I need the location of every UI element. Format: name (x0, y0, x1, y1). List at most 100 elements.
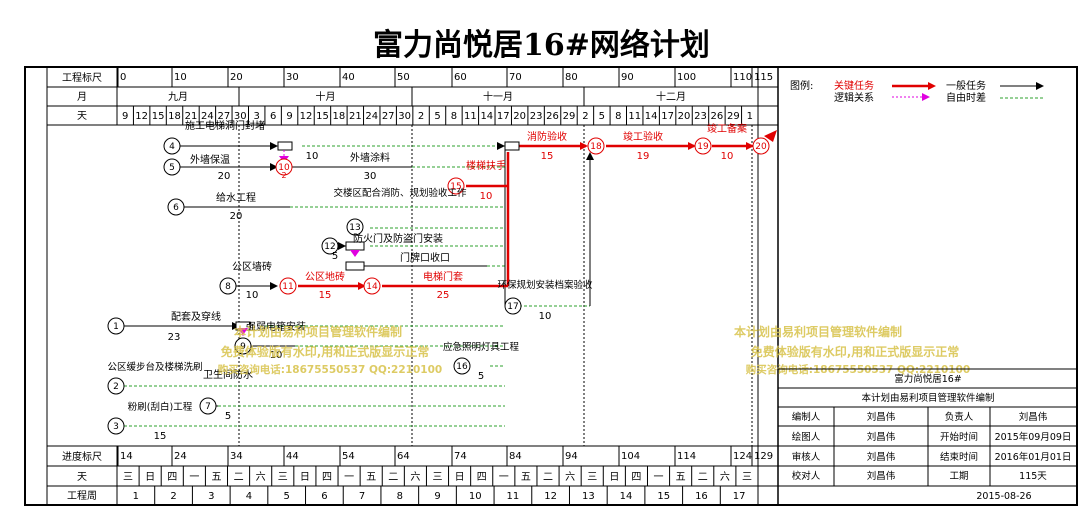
node-label: 10 (278, 163, 290, 173)
scale-label: 20 (230, 72, 243, 83)
day-label: 29 (563, 111, 576, 122)
month-label: 十月 (316, 90, 336, 103)
weekday-label: 四 (477, 472, 487, 483)
node-circle (107, 417, 125, 435)
weekday-label: 二 (698, 472, 708, 483)
info-cell: 115天 (1019, 471, 1047, 482)
row-label-scale: 工程标尺 (62, 72, 102, 84)
week-label: 1 (133, 491, 139, 502)
node-circle (453, 357, 471, 375)
task-label-6: 防火门及防盗门安装 (353, 232, 443, 245)
scale-label: 110 (733, 72, 752, 83)
node-circle (163, 158, 181, 176)
task-label-20: 卫生间防水 (203, 368, 253, 381)
weekday-label: 二 (234, 472, 244, 483)
node-label: 6 (173, 203, 179, 213)
info-cell: 工期 (949, 471, 968, 482)
node-circle (234, 337, 252, 355)
node-circle (167, 198, 185, 216)
month-label: 九月 (168, 91, 188, 103)
day-label: 6 (270, 111, 276, 122)
node-label: 19 (697, 142, 709, 152)
node-circle (199, 397, 217, 415)
task-label-7: 门牌口收口 (400, 251, 450, 264)
node-label: 15 (450, 182, 461, 192)
weekday-label: 一 (344, 472, 354, 483)
task-label-5: 交楼区配合消防、规划验收工作 (333, 187, 467, 199)
info-cell: 2015年09月09日 (995, 431, 1072, 443)
day-label: 23 (694, 111, 707, 122)
task-dur-14: 10 (721, 151, 734, 162)
critical-path (298, 144, 752, 288)
task-dur-21: 15 (154, 431, 167, 442)
weekday-label: 日 (609, 472, 619, 483)
node-label: 12 (324, 242, 335, 252)
day-label: 30 (398, 111, 411, 122)
progress-label: 24 (174, 451, 187, 462)
day-label: 20 (678, 111, 691, 122)
task-label-16: 配套及穿线 (171, 310, 221, 323)
weekday-label: 二 (543, 472, 553, 483)
weekday-label: 六 (565, 471, 575, 483)
day-label: 30 (234, 111, 247, 122)
node-label: 14 (366, 282, 378, 292)
progress-label: 124 (733, 451, 752, 462)
day-label: 9 (122, 111, 128, 122)
task-label-1: 施工电梯洞门封堵 (185, 119, 265, 132)
node-label: 7 (205, 402, 211, 412)
day-label: 1 (747, 111, 753, 122)
info-table: 富力尚悦居16# 本计划由易利项目管理软件编制 编制人刘昌伟负责人刘昌伟绘图人刘… (778, 368, 1077, 502)
node-circle (279, 277, 297, 295)
scale-label: 70 (509, 72, 522, 83)
progress-label: 44 (286, 451, 299, 462)
weekday-label: 六 (410, 471, 420, 483)
info-cell: 刘昌伟 (867, 411, 896, 423)
week-label: 3 (208, 491, 214, 502)
week-label: 4 (246, 491, 252, 502)
node-circle (363, 277, 381, 295)
weekday-label: 三 (123, 472, 133, 483)
node-circle (752, 137, 770, 155)
task-dur-3: 30 (364, 171, 377, 182)
node-label: 3 (113, 422, 119, 432)
info-cell: 结束时间 (940, 451, 978, 463)
task-dur-16: 23 (168, 332, 181, 343)
day-label: 24 (201, 111, 214, 122)
weekday-label: 日 (455, 472, 465, 483)
week-label: 8 (397, 491, 403, 502)
info-cell: 刘昌伟 (867, 431, 896, 443)
week-label: 17 (733, 491, 746, 502)
day-label: 24 (365, 111, 378, 122)
legend-label: 图例: (790, 79, 813, 92)
task-label-8: 公区墙砖 (232, 260, 272, 273)
weekday-label: 四 (631, 472, 641, 483)
week-label: 14 (620, 491, 633, 502)
day-label: 8 (615, 111, 621, 122)
day-label: 15 (316, 111, 329, 122)
week-label: 6 (321, 491, 327, 502)
node-circle (447, 177, 465, 195)
day-label: 26 (711, 111, 724, 122)
legend-normal-label: 一般任务 (946, 79, 986, 92)
weekday-label: 三 (742, 472, 752, 483)
week-label: 10 (469, 491, 482, 502)
node-label: 13 (349, 223, 360, 233)
weekday-label: 三 (433, 472, 443, 483)
task-label-21: 粉刷(刮白)工程 (128, 401, 193, 413)
scale-label: 40 (342, 72, 355, 83)
row-label-day: 天 (77, 111, 87, 122)
weekday-label: 五 (676, 472, 686, 483)
week-label: 11 (507, 491, 520, 502)
month-label: 十一月 (483, 90, 513, 103)
weekday-label: 五 (366, 472, 376, 483)
node-circle (504, 297, 522, 315)
progress-label: 54 (342, 451, 355, 462)
day-label: 12 (135, 111, 148, 122)
progress-label: 129 (754, 451, 773, 462)
day-label: 11 (628, 111, 641, 122)
day-label: 14 (645, 111, 658, 122)
info-cell: 刘昌伟 (867, 451, 896, 463)
weekday-label: 五 (521, 472, 531, 483)
